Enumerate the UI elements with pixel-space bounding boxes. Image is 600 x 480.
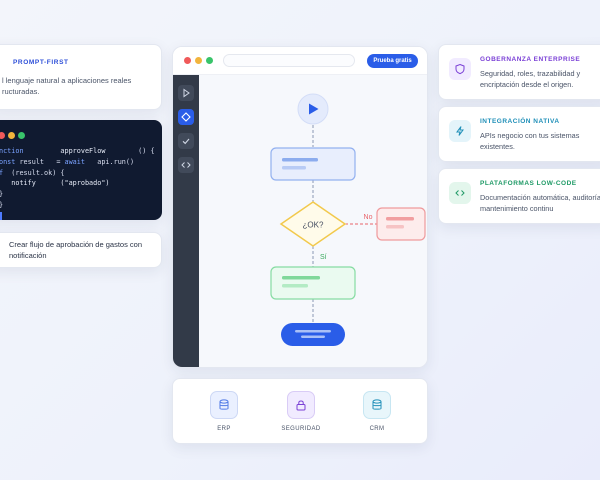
- feature-card-integration: INTEGRACIÓN NATIVA APIs negocio con tus …: [438, 106, 600, 162]
- feature-description: Documentación automática, auditoría y ma…: [480, 193, 600, 213]
- database-icon: [363, 391, 391, 419]
- code-icon[interactable]: [178, 157, 194, 173]
- bolt-icon: [449, 120, 471, 142]
- code-token: onst: [0, 157, 16, 166]
- action-node-blue[interactable]: [270, 147, 356, 181]
- code-token: ("aprobado"): [60, 179, 110, 188]
- integrations-card: ERP SEGURIDAD CRM: [172, 378, 428, 444]
- minimize-dot-icon[interactable]: [195, 57, 202, 64]
- feature-description: Seguridad, roles, trazabilidad y encript…: [480, 69, 581, 89]
- flow-canvas[interactable]: ¿OK? No Sí: [199, 75, 427, 367]
- feature-card-governance: GOBERNANZA ENTERPRISE Seguridad, roles, …: [438, 44, 600, 100]
- code-token: await: [64, 157, 85, 166]
- integration-erp[interactable]: ERP: [194, 391, 254, 432]
- close-dot-icon: [0, 132, 5, 139]
- code-token: approveFlow: [60, 147, 106, 155]
- yes-branch-label: Sí: [320, 254, 327, 261]
- check-icon[interactable]: [178, 133, 194, 149]
- prompt-first-description: l lenguaje natural a aplicaciones reales…: [2, 76, 132, 96]
- play-icon[interactable]: [178, 85, 194, 101]
- code-token: =: [56, 157, 61, 166]
- text-cursor: [0, 211, 2, 220]
- window-controls: [0, 132, 25, 139]
- diamond-icon[interactable]: [178, 109, 194, 125]
- code-block: nction approveFlow () { onst result = aw…: [0, 146, 155, 222]
- code-editor-card: nction approveFlow () { onst result = aw…: [0, 120, 162, 220]
- decision-label: ¿OK?: [303, 221, 324, 230]
- prompt-first-card: PROMPT-FIRST l lenguaje natural a aplica…: [0, 44, 162, 110]
- minimize-dot-icon: [8, 132, 15, 139]
- prompt-input-card[interactable]: Crear flujo de aprobación de gastos con …: [0, 232, 162, 268]
- action-node-green[interactable]: [270, 266, 356, 300]
- code-token: f: [0, 168, 4, 177]
- flow-editor-window: Prueba gratis: [172, 46, 428, 368]
- tool-sidebar: [173, 75, 199, 367]
- code-token: (result.ok) {: [11, 168, 65, 177]
- code-token: }: [0, 190, 3, 198]
- code-token: api.run(): [97, 157, 135, 166]
- window-titlebar: Prueba gratis: [173, 47, 427, 75]
- integration-label: ERP: [217, 426, 231, 432]
- close-dot-icon[interactable]: [184, 57, 191, 64]
- integration-security[interactable]: SEGURIDAD: [271, 391, 331, 432]
- feature-card-lowcode: PLATAFORMAS LOW-CODE Documentación autom…: [438, 168, 600, 224]
- feature-title: PLATAFORMAS LOW-CODE: [480, 180, 577, 187]
- code-icon: [449, 182, 471, 204]
- integration-label: SEGURIDAD: [281, 426, 321, 432]
- free-trial-button[interactable]: Prueba gratis: [367, 54, 418, 68]
- play-icon: [309, 103, 319, 115]
- no-branch-label: No: [364, 214, 373, 221]
- database-icon: [210, 391, 238, 419]
- code-token: notify: [11, 179, 36, 188]
- feature-title: GOBERNANZA ENTERPRISE: [480, 56, 581, 63]
- end-node[interactable]: [281, 323, 345, 346]
- address-bar[interactable]: [223, 54, 355, 67]
- code-token: result: [19, 157, 45, 166]
- start-node[interactable]: [297, 93, 329, 125]
- prompt-first-title: PROMPT-FIRST: [13, 59, 69, 66]
- prompt-text: Crear flujo de aprobación de gastos con …: [9, 240, 143, 260]
- shield-icon: [449, 58, 471, 80]
- maximize-dot-icon: [18, 132, 25, 139]
- code-token: () {: [138, 147, 155, 155]
- integration-label: CRM: [369, 426, 385, 432]
- feature-title: INTEGRACIÓN NATIVA: [480, 118, 560, 125]
- integration-crm[interactable]: CRM: [347, 391, 407, 432]
- flow-connectors: [312, 125, 377, 323]
- lock-icon: [287, 391, 315, 419]
- maximize-dot-icon[interactable]: [206, 57, 213, 64]
- decision-node[interactable]: [279, 201, 347, 247]
- feature-description: APIs negocio con tus sistemas existentes…: [480, 131, 580, 151]
- code-token: }: [0, 201, 3, 209]
- action-node-red[interactable]: [376, 207, 426, 241]
- code-token: nction: [0, 147, 24, 155]
